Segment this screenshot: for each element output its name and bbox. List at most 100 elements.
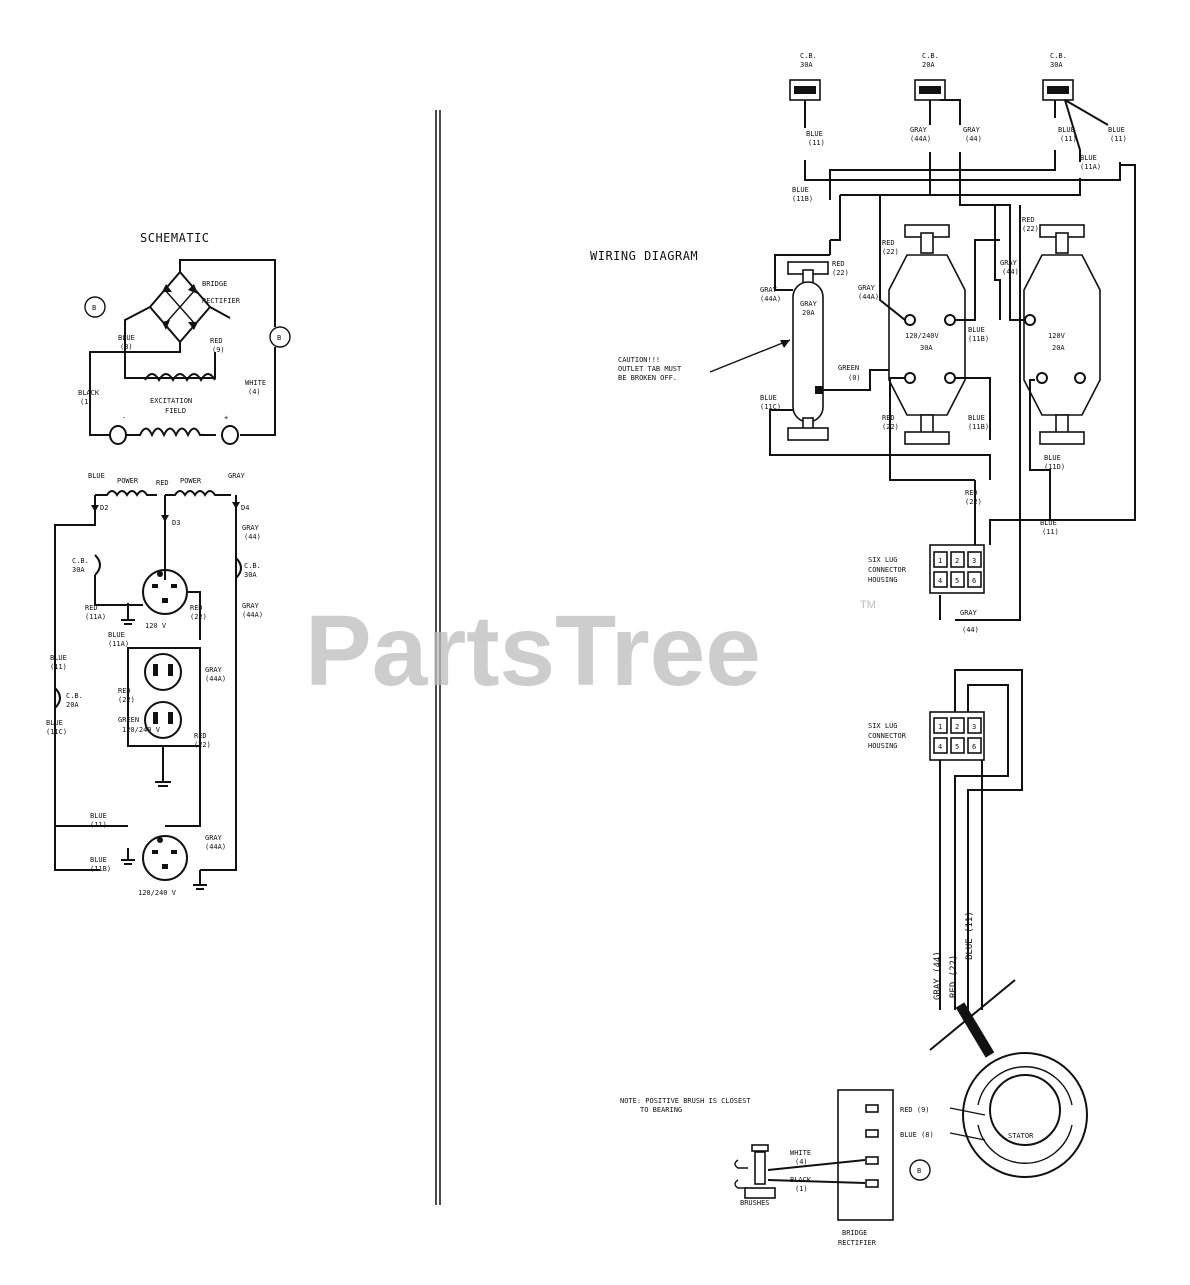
caution-line-3: BE BROKEN OFF. <box>618 374 677 382</box>
wire-blue-11d: BLUE <box>1044 454 1061 462</box>
cb-left-symbol <box>94 554 101 576</box>
cb2-amp: 20A <box>922 61 935 69</box>
wire-green-label: GREEN <box>118 716 139 724</box>
wire-blue-11b: BLUE <box>90 856 107 864</box>
wire-blue-11-d: BLUE <box>1108 126 1125 134</box>
wire-gray-44-top: GRAY <box>963 126 981 134</box>
stator-label: STATOR <box>1008 1132 1034 1140</box>
pin-6: 6 <box>972 577 976 585</box>
wire-red-22-num: (22) <box>190 613 207 621</box>
wire-blue-11b-num: (11B) <box>90 865 111 873</box>
wire-blue-11a: BLUE <box>108 631 125 639</box>
wire-red-11a: RED <box>85 604 98 612</box>
receptacle-120v-label: 120 V <box>145 622 167 630</box>
wire-blue-11-lower-num: (11) <box>1042 528 1059 536</box>
wire-red-22-right: RED <box>1022 216 1035 224</box>
pin-1: 1 <box>938 557 942 565</box>
connector-1-label: SIX LUG <box>868 556 898 564</box>
wire-blue-11a: BLUE <box>1080 154 1097 162</box>
page-divider <box>435 110 441 1205</box>
connector-2-label-3: HOUSING <box>868 742 898 750</box>
stator: STATOR <box>962 1052 1088 1178</box>
wire-gray-44-right: GRAY <box>1000 259 1018 267</box>
diode-d4: D4 <box>241 504 249 512</box>
watermark-tm: TM <box>860 599 876 611</box>
schematic: SCHEMATIC B B BRIDGE RECTIFIER BLUE (8) … <box>46 231 291 897</box>
wire-blue-11c-left: BLUE <box>760 394 777 402</box>
diode-d2: D2 <box>100 504 108 512</box>
caution-leader <box>709 339 791 373</box>
power-winding-1 <box>95 490 157 497</box>
wire-gray-44-num: (44) <box>244 533 261 541</box>
lead-blue-11: BLUE (11) <box>965 911 975 960</box>
lead-red-22: RED (22) <box>949 955 959 998</box>
receptacle-mid-label: 120/240V <box>905 332 940 340</box>
circuit-breaker-1: C.B. 30A <box>789 52 821 101</box>
receptacle-right-amp: 20A <box>1052 344 1065 352</box>
wire-red-22-b-num: (22) <box>118 696 135 704</box>
receptacle-120-240v-30a: 120/240V 30A <box>888 224 966 445</box>
lead-blue-8: BLUE (8) <box>900 1131 934 1139</box>
brushes: BRUSHES <box>734 1144 776 1207</box>
cb-mid-amp: 20A <box>66 701 79 709</box>
wire-blue-11b-bottom-num: (11B) <box>968 423 989 431</box>
wire-gray-44-lower: GRAY <box>960 609 978 617</box>
receptacle-right-label: 120V <box>1048 332 1066 340</box>
wire-gray-44a-top: GRAY <box>910 126 928 134</box>
cb-mid-label: C.B. <box>66 692 83 700</box>
wire-blue-11-c: BLUE <box>1058 126 1075 134</box>
wire-black-1: BLACK <box>78 389 100 397</box>
pin-4: 4 <box>938 577 942 585</box>
wire-gray-44a-2-num: (44A) <box>205 675 226 683</box>
brushes-label: BRUSHES <box>740 1199 770 1207</box>
wire-red-22-b: RED <box>118 687 131 695</box>
wire-blue-11a-num: (11A) <box>1080 163 1101 171</box>
wiring-diagram-title: WIRING DIAGRAM <box>590 249 698 263</box>
wire-blue-11c-left-num: (11C) <box>760 403 781 411</box>
lead-white-4-num: (4) <box>795 1158 808 1166</box>
terminal-b-left-label: B <box>92 304 96 312</box>
stator-harness: GRAY (44) RED (22) BLUE (11) <box>929 669 1023 1058</box>
receptacle-gray-20a: GRAY 20A <box>787 261 829 441</box>
wire-gray-44a-3-num: (44A) <box>205 843 226 851</box>
cb-right-symbol <box>235 557 242 579</box>
excitation-coil-top <box>144 373 216 382</box>
brush-minus: - <box>122 414 126 422</box>
caution-label: CAUTION!!! <box>618 356 660 364</box>
wire-red-22-mid-num: (22) <box>882 248 899 256</box>
diode-d3: D3 <box>172 519 180 527</box>
pin-5: 5 <box>955 577 959 585</box>
note-line-2: TO BEARING <box>640 1106 682 1114</box>
wire-blue-11-a: BLUE <box>806 130 823 138</box>
lead-gray-44: GRAY (44) <box>933 951 943 1000</box>
cb-right-amp: 30A <box>244 571 257 579</box>
lead-black-1-num: (1) <box>795 1185 808 1193</box>
pin-5b: 5 <box>955 743 959 751</box>
wire-red-22-bottom: RED <box>882 414 895 422</box>
wire-blue-8-num: (8) <box>120 343 133 351</box>
connector-2-label-2: CONNECTOR <box>868 732 907 740</box>
winding-red-label: RED <box>156 479 169 487</box>
wire-blue-11d-num: (11D) <box>1044 463 1065 471</box>
terminal-b-rectifier <box>909 1159 931 1181</box>
wire-white-4-num: (4) <box>248 388 261 396</box>
wire-blue-11: BLUE <box>90 812 107 820</box>
note-positive-brush: NOTE: POSITIVE BRUSH IS CLOSEST <box>620 1097 751 1105</box>
wire-blue-11-c-num: (11) <box>1060 135 1077 143</box>
terminal-b-left <box>84 296 106 318</box>
wire-red-22-right-num: (22) <box>1022 225 1039 233</box>
cb2-label: C.B. <box>922 52 939 60</box>
wire-blue-11c: BLUE <box>46 719 63 727</box>
wire-blue-11b-num: (11B) <box>792 195 813 203</box>
wire-red-11a-num: (11A) <box>85 613 106 621</box>
cb-left-amp: 30A <box>72 566 85 574</box>
wire-black-1-num: (1) <box>80 398 93 406</box>
excitation-field-label-2: FIELD <box>165 407 186 415</box>
wire-white-4: WHITE <box>245 379 266 387</box>
winding-gray-label: GRAY <box>228 472 246 480</box>
wire-blue-11a-num: (11A) <box>108 640 129 648</box>
cb-left-label: C.B. <box>72 557 89 565</box>
pin-3b: 3 <box>972 723 976 731</box>
